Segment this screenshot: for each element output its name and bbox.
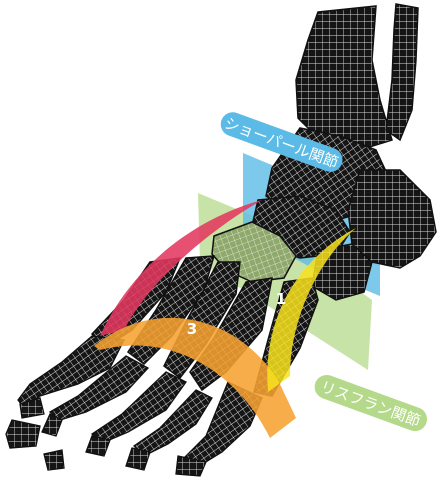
chopart-label-pill bbox=[220, 112, 343, 172]
tibia-bone bbox=[295, 5, 393, 151]
lisfranc-label-pill bbox=[314, 374, 427, 432]
yellow-arc bbox=[267, 228, 356, 392]
lisfranc-label: リスフラン関節 bbox=[314, 374, 427, 432]
toe-phalanges bbox=[5, 335, 263, 477]
orange-arc bbox=[94, 317, 296, 438]
number-one-marker: 1 bbox=[276, 290, 286, 308]
fibula-bone bbox=[385, 3, 419, 142]
red-arc bbox=[100, 200, 262, 336]
number-three-marker: 3 bbox=[187, 320, 197, 338]
calcaneus-bone bbox=[347, 169, 437, 269]
